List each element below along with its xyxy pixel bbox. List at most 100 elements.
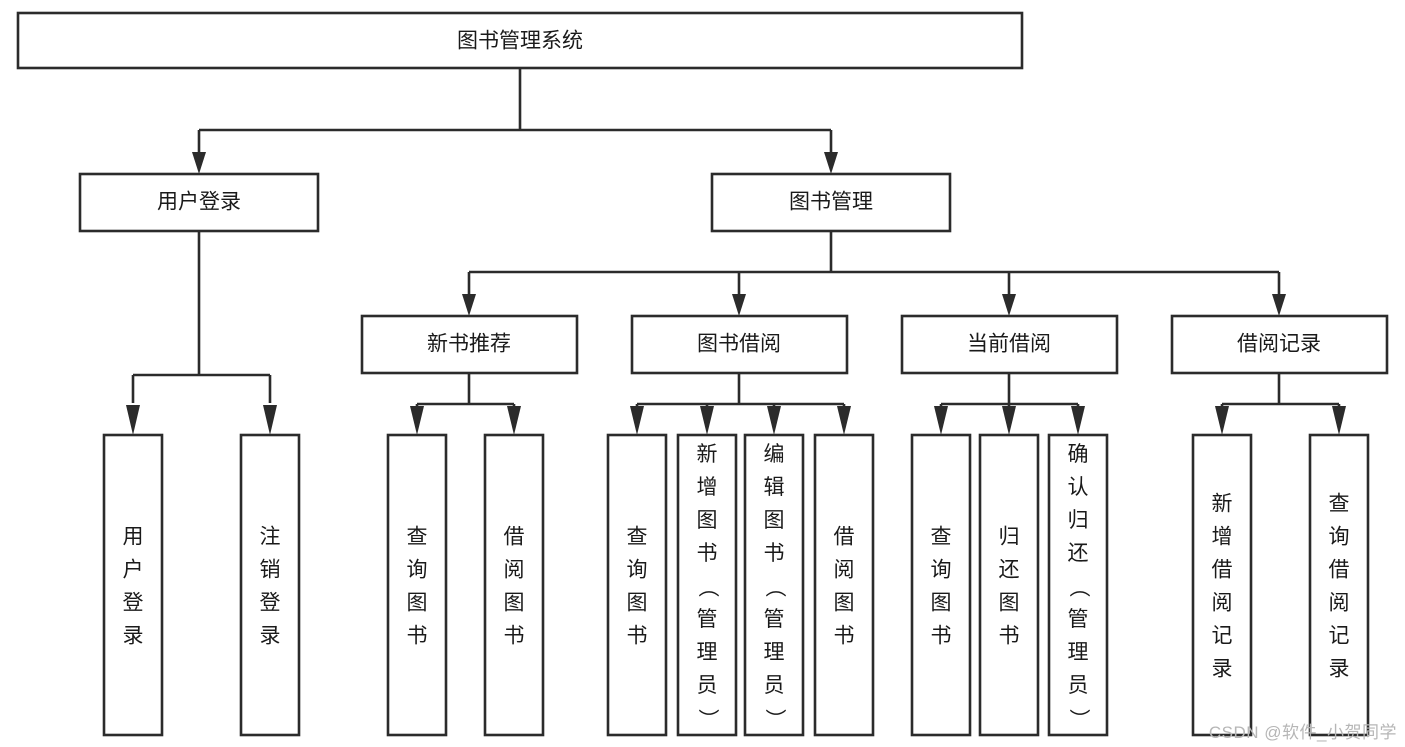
svg-text:管: 管 xyxy=(697,608,718,631)
svg-text:书: 书 xyxy=(931,625,952,648)
node-user-login-box[interactable] xyxy=(78,172,320,233)
svg-text:员: 员 xyxy=(1068,674,1089,697)
node-root[interactable]: 图书管理系统 xyxy=(16,11,1024,70)
node-new-book-rec[interactable]: 新书推荐 xyxy=(360,314,579,375)
svg-text:图: 图 xyxy=(504,592,525,615)
svg-text:记: 记 xyxy=(1329,625,1350,648)
svg-text:增: 增 xyxy=(1212,526,1233,549)
watermark-text: CSDN @软件_小贺同学 xyxy=(1208,723,1397,742)
svg-text:阅: 阅 xyxy=(504,559,525,582)
node-leaf-user-login[interactable]: 用户登录 xyxy=(102,433,164,737)
svg-text:录: 录 xyxy=(123,625,144,648)
svg-text:员: 员 xyxy=(697,674,718,697)
node-leaf-cur-confirm-box[interactable] xyxy=(1047,433,1109,737)
node-new-book-rec-label: 新书推荐 xyxy=(427,333,511,356)
node-leaf-rec-add-box[interactable] xyxy=(1191,433,1253,737)
svg-text:登: 登 xyxy=(260,592,281,615)
node-borrow-record-label: 借阅记录 xyxy=(1237,333,1321,356)
node-book-borrow[interactable]: 图书借阅 xyxy=(630,314,849,375)
node-leaf-borrow-take-box[interactable] xyxy=(813,433,875,737)
svg-text:借: 借 xyxy=(834,526,855,549)
arrow-to-leaf-rec-borrow xyxy=(507,406,521,435)
svg-text:记: 记 xyxy=(1212,625,1233,648)
svg-text:理: 理 xyxy=(1068,641,1089,664)
arrow-to-book-manage xyxy=(824,152,838,174)
svg-text:销: 销 xyxy=(260,559,281,582)
node-leaf-rec-query-box[interactable] xyxy=(386,433,448,737)
svg-text:询: 询 xyxy=(1329,526,1350,549)
svg-text:注: 注 xyxy=(260,526,281,549)
svg-text:查: 查 xyxy=(931,526,952,549)
svg-text:新: 新 xyxy=(1212,493,1233,516)
svg-text:（: （ xyxy=(763,577,786,598)
svg-text:书: 书 xyxy=(407,625,428,648)
svg-text:图: 图 xyxy=(627,592,648,615)
svg-text:（: （ xyxy=(696,577,719,598)
node-current-borrow[interactable]: 当前借阅 xyxy=(900,314,1119,375)
node-leaf-borrow-edit-box[interactable] xyxy=(743,433,805,737)
node-borrow-record-box[interactable] xyxy=(1170,314,1389,375)
node-leaf-cur-return-box[interactable] xyxy=(978,433,1040,737)
svg-text:阅: 阅 xyxy=(1212,592,1233,615)
node-book-borrow-label: 图书借阅 xyxy=(697,333,781,356)
node-current-borrow-box[interactable] xyxy=(900,314,1119,375)
svg-text:还: 还 xyxy=(1068,542,1089,565)
node-borrow-record[interactable]: 借阅记录 xyxy=(1170,314,1389,375)
node-leaf-rec-search-box[interactable] xyxy=(1308,433,1370,737)
svg-text:图: 图 xyxy=(407,592,428,615)
node-root-box[interactable] xyxy=(16,11,1024,70)
node-new-book-rec-box[interactable] xyxy=(360,314,579,375)
node-book-manage[interactable]: 图书管理 xyxy=(710,172,952,233)
svg-text:书: 书 xyxy=(627,625,648,648)
svg-text:理: 理 xyxy=(697,641,718,664)
arrow-to-leaf-cur-query xyxy=(934,406,948,435)
node-leaf-cur-query-box[interactable] xyxy=(910,433,972,737)
node-root-label: 图书管理系统 xyxy=(457,30,583,53)
node-leaf-user-login-box[interactable] xyxy=(102,433,164,737)
svg-text:辑: 辑 xyxy=(764,476,785,499)
svg-text:编: 编 xyxy=(764,443,785,466)
svg-text:认: 认 xyxy=(1068,476,1089,499)
node-leaf-borrow-query-box[interactable] xyxy=(606,433,668,737)
svg-text:查: 查 xyxy=(1329,493,1350,516)
svg-text:借: 借 xyxy=(1329,559,1350,582)
node-user-login[interactable]: 用户登录 xyxy=(78,172,320,233)
node-leaf-user-login-label: 用户登录 xyxy=(123,526,144,648)
arrow-to-new-book-rec xyxy=(462,294,476,316)
svg-text:询: 询 xyxy=(627,559,648,582)
node-leaf-rec-borrow-box[interactable] xyxy=(483,433,545,737)
arrow-to-current-borrow xyxy=(1002,294,1016,316)
node-leaf-user-logout-box[interactable] xyxy=(239,433,301,737)
connector-root-to-level2 xyxy=(197,68,833,158)
svg-text:（: （ xyxy=(1067,577,1090,598)
node-leaf-borrow-add-box[interactable] xyxy=(676,433,738,737)
arrow-to-leaf-rec-query xyxy=(410,406,424,435)
svg-text:增: 增 xyxy=(697,476,718,499)
arrow-to-leaf-borrow-query xyxy=(630,406,644,435)
arrow-to-leaf-cur-confirm xyxy=(1071,406,1085,435)
svg-text:图: 图 xyxy=(697,509,718,532)
node-book-borrow-box[interactable] xyxy=(630,314,849,375)
node-book-manage-box[interactable] xyxy=(710,172,952,233)
svg-text:图: 图 xyxy=(999,592,1020,615)
arrow-to-leaf-user-login xyxy=(126,405,140,435)
svg-text:管: 管 xyxy=(764,608,785,631)
